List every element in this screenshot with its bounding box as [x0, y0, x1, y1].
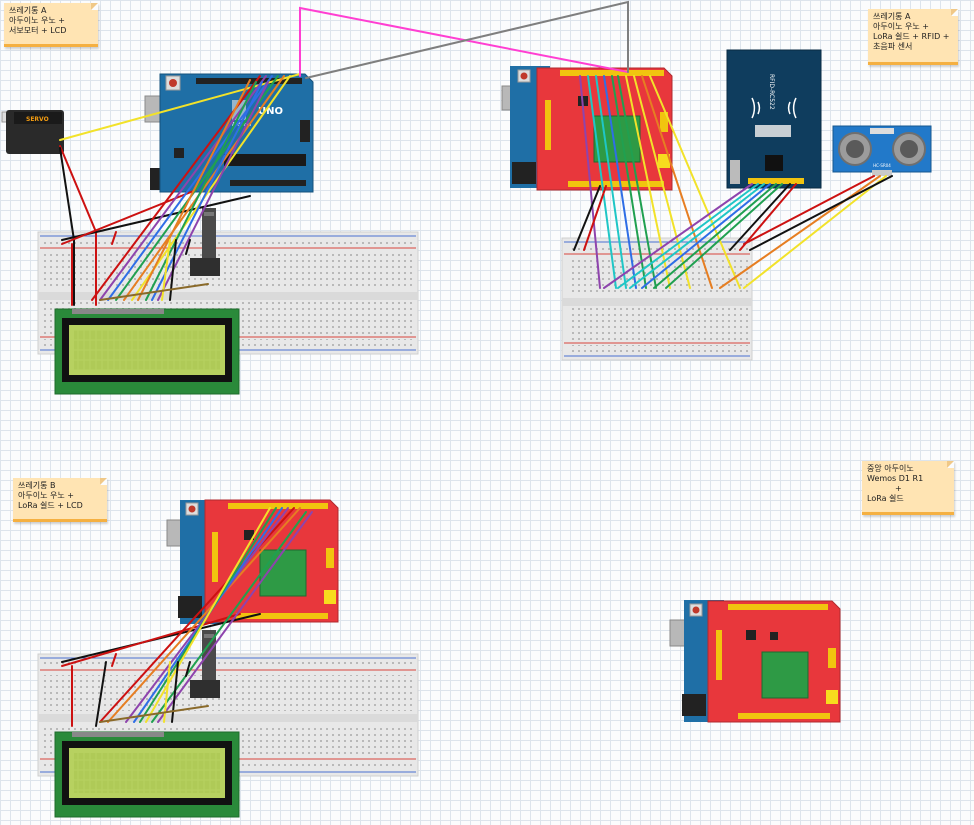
servo-motor: SERVO: [1, 110, 64, 154]
lcd-display-top: [54, 308, 240, 395]
rfid-label: RFID-RC522: [768, 74, 775, 110]
wire-gnd-rail: [61, 195, 251, 241]
note-trash-a-right: 쓰레기통 A 아두이노 우노 + LoRa 쉴드 + RFID + 초음파 센서: [868, 9, 958, 65]
arduino-uno-board: UNO Arduino: [144, 73, 314, 193]
wires-top-left: [59, 73, 301, 306]
note-line: 쓰레기통 B: [18, 481, 56, 490]
breadboard-top-right: [561, 237, 753, 361]
wire-gray: [305, 0, 629, 79]
note-trash-a-left: 쓰레기통 A 아두이노 우노 + 서보모터 + LCD: [4, 3, 98, 47]
wires-bottom-left: [61, 507, 313, 727]
rfid-module: RFID-RC522: [726, 49, 822, 189]
wires-top-right: [573, 75, 893, 289]
note-line: LoRa 쉴드 + RFID +: [873, 32, 950, 41]
note-line: 아두이노 우노 +: [18, 491, 74, 500]
note-line: 서보모터 + LCD: [9, 26, 67, 35]
servo-label: SERVO: [26, 116, 49, 123]
ultrasonic-label: HC-SR04: [873, 163, 891, 168]
note-line: 쓰레기통 A: [873, 12, 911, 21]
wires-cross: [299, 0, 629, 79]
note-central: 중앙 아두이노 Wemos D1 R1 + LoRa 쉴드: [862, 461, 954, 515]
potentiometer-bottom: [190, 630, 220, 698]
potentiometer-top: [190, 208, 220, 276]
note-line: LoRa 쉴드 + LCD: [18, 501, 83, 510]
note-line: LoRa 쉴드: [867, 494, 904, 503]
lora-shield-bottom-left: [166, 499, 339, 624]
ultrasonic-sensor: HC-SR04: [832, 125, 932, 176]
note-trash-b: 쓰레기통 B 아두이노 우노 + LoRa 쉴드 + LCD: [13, 478, 107, 522]
note-line: 아두이노 우노 +: [9, 16, 65, 25]
note-line: 초음파 센서: [873, 42, 913, 51]
wire-magenta: [299, 6, 629, 77]
note-line: 쓰레기통 A: [9, 6, 47, 15]
lcd-display-bottom: [54, 731, 240, 818]
note-line: 아두이노 우노 +: [873, 22, 929, 31]
uno-label: UNO: [258, 106, 283, 117]
note-line: Wemos D1 R1: [867, 474, 924, 483]
lora-shield-central: [669, 600, 841, 723]
note-line: 중앙 아두이노: [867, 464, 914, 473]
note-line: +: [895, 484, 902, 493]
